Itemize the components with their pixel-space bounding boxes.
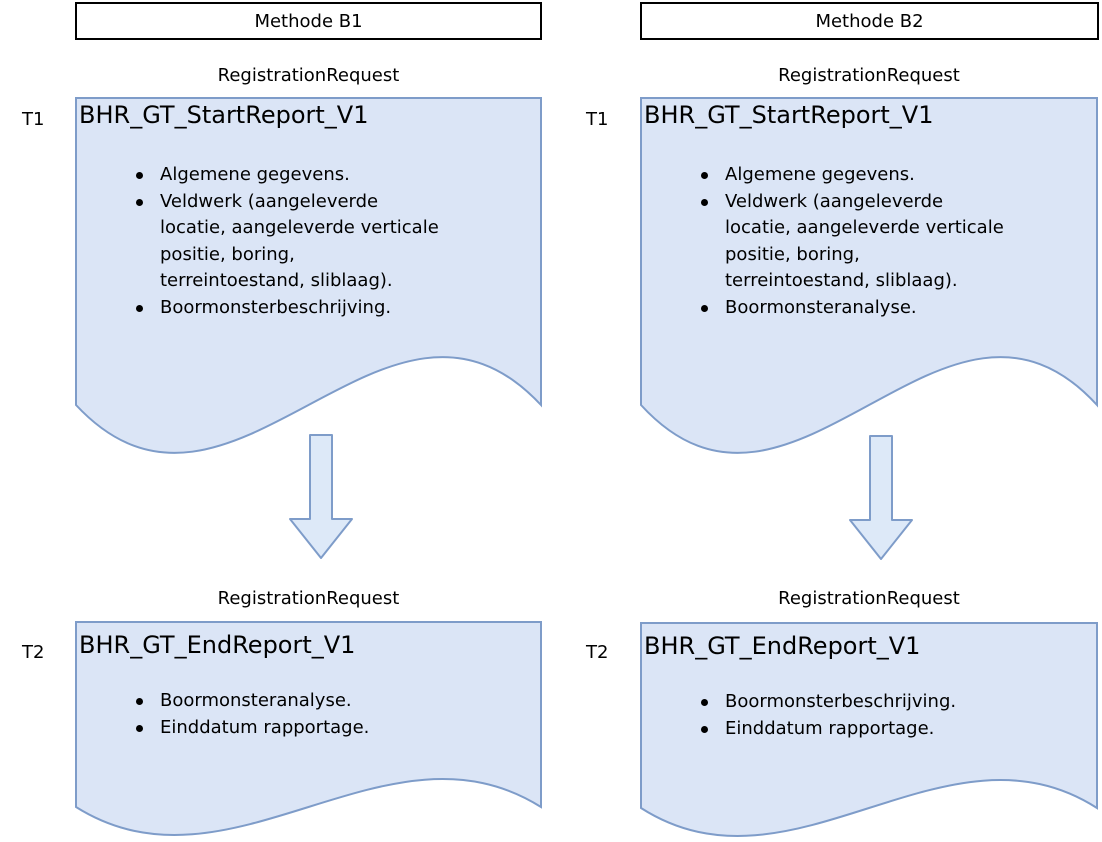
document-shape: BHR_GT_EndReport_V1 Boormonsteranalyse. … <box>75 621 542 842</box>
document-shape: BHR_GT_StartReport_V1 Algemene gegevens.… <box>640 97 1098 457</box>
bullet-list: Boormonsterbeschrijving. Einddatum rappo… <box>644 689 1090 742</box>
document-shape: BHR_GT_EndReport_V1 Boormonsterbeschrijv… <box>640 622 1098 842</box>
document-content: BHR_GT_StartReport_V1 Algemene gegevens.… <box>640 97 1098 321</box>
bullet-item: Algemene gegevens. <box>136 162 534 189</box>
registration-request-label: RegistrationRequest <box>217 65 400 86</box>
time-label-t2: T2 <box>586 642 609 663</box>
down-arrow-icon <box>849 435 913 565</box>
registration-request-label: RegistrationRequest <box>778 588 960 609</box>
bullet-list: Boormonsteranalyse. Einddatum rapportage… <box>79 688 534 741</box>
document-content: BHR_GT_StartReport_V1 Algemene gegevens.… <box>75 97 542 321</box>
registration-request-label: RegistrationRequest <box>778 65 960 86</box>
bullet-list: Algemene gegevens. Veldwerk (aangeleverd… <box>644 162 1090 321</box>
bullet-item: Veldwerk (aangeleverde locatie, aangelev… <box>136 189 534 295</box>
document-outline-icon <box>640 97 1098 454</box>
time-label-t1: T1 <box>586 109 609 130</box>
document-shape: BHR_GT_StartReport_V1 Algemene gegevens.… <box>75 97 542 457</box>
bullet-item: Veldwerk (aangeleverde locatie, aangelev… <box>701 189 1090 295</box>
down-arrow-icon <box>289 434 353 564</box>
doc-title: BHR_GT_EndReport_V1 <box>79 631 356 659</box>
time-label-t2: T2 <box>22 642 45 663</box>
document-outline-icon <box>75 97 542 454</box>
bullet-item: Einddatum rapportage. <box>136 715 534 742</box>
bullet-item: Algemene gegevens. <box>701 162 1090 189</box>
document-outline-icon <box>640 622 1098 837</box>
doc-title: BHR_GT_StartReport_V1 <box>644 101 934 129</box>
document-content: BHR_GT_EndReport_V1 Boormonsteranalyse. … <box>75 621 542 741</box>
bullet-item: Boormonsteranalyse. <box>701 295 1090 322</box>
bullet-list: Algemene gegevens. Veldwerk (aangeleverd… <box>79 162 534 321</box>
document-content: BHR_GT_EndReport_V1 Boormonsterbeschrijv… <box>640 622 1098 742</box>
bullet-item: Boormonsteranalyse. <box>136 688 534 715</box>
method-b2-header: Methode B2 <box>640 2 1099 40</box>
method-b1-header: Methode B1 <box>75 2 542 40</box>
doc-title: BHR_GT_EndReport_V1 <box>644 632 921 660</box>
bullet-item: Boormonsterbeschrijving. <box>136 295 534 322</box>
bullet-item: Einddatum rapportage. <box>701 716 1090 743</box>
bullet-item: Boormonsterbeschrijving. <box>701 689 1090 716</box>
registration-request-label: RegistrationRequest <box>217 588 400 609</box>
doc-title: BHR_GT_StartReport_V1 <box>79 101 369 129</box>
method-b2-header-label: Methode B2 <box>815 10 924 32</box>
time-label-t1: T1 <box>22 109 45 130</box>
method-b1-header-label: Methode B1 <box>254 10 363 32</box>
document-outline-icon <box>75 621 542 836</box>
